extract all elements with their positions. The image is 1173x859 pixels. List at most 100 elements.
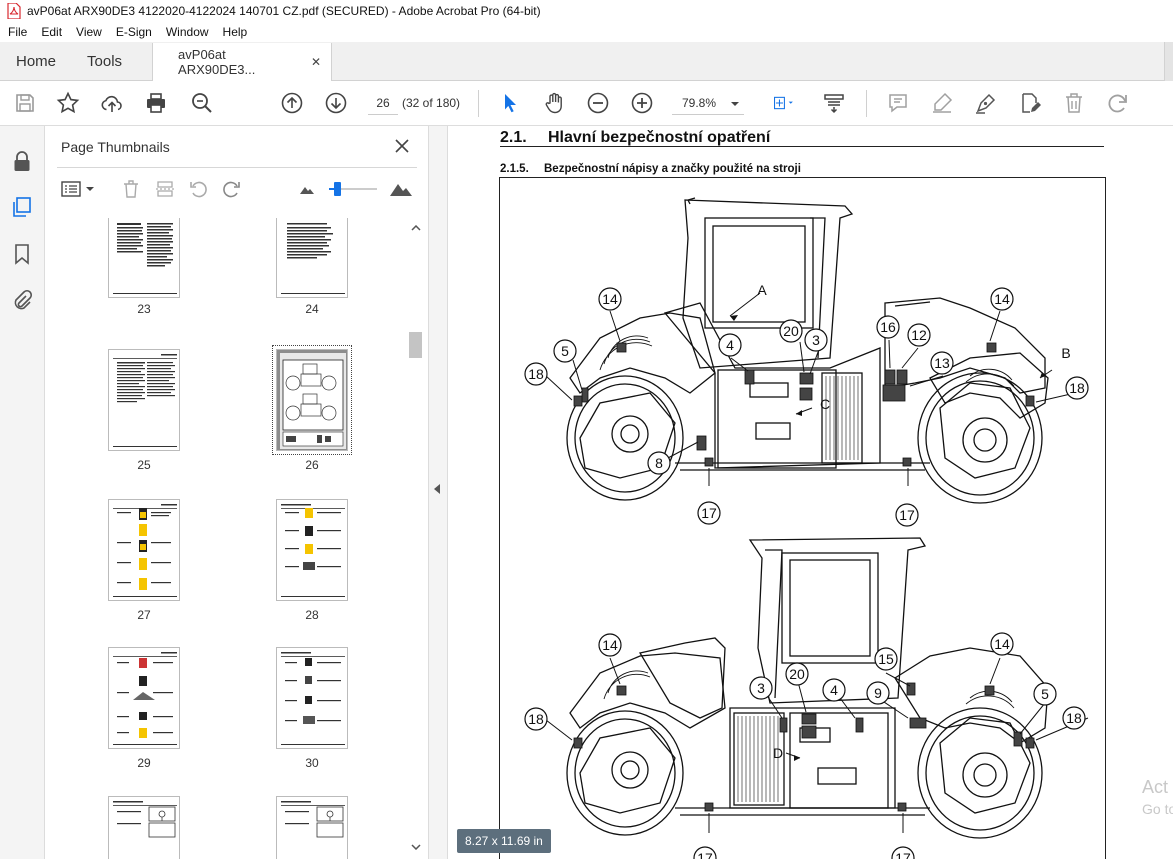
menu-help[interactable]: Help [222, 25, 248, 39]
thumbnail-list: 23 24 25 26 [45, 218, 429, 859]
zoom-select[interactable]: 79.8% [672, 91, 744, 115]
callout-number: 15 [878, 651, 894, 667]
tab-home[interactable]: Home [16, 52, 57, 70]
hand-tool-icon[interactable] [542, 91, 566, 115]
activate-windows-watermark: Act Go to [1142, 776, 1173, 820]
page-thumbnail[interactable] [276, 218, 348, 298]
callout-top: 13 [930, 351, 954, 375]
toolbar: (32 of 180) 79.8% [0, 81, 1173, 126]
page-thumbnails-icon[interactable] [10, 195, 34, 219]
page-number-input[interactable] [368, 91, 398, 115]
thumbnail-options-icon[interactable] [59, 178, 97, 200]
callout-number: 17 [899, 507, 915, 523]
print-icon[interactable] [144, 91, 168, 115]
zoom-search-icon[interactable] [190, 91, 214, 115]
thumbnail-scrollbar[interactable] [407, 218, 424, 859]
chevron-down-icon [730, 96, 740, 110]
menu-edit[interactable]: Edit [41, 25, 63, 39]
close-panel-icon[interactable] [392, 136, 412, 156]
callout-number: 17 [701, 505, 717, 521]
page-thumbnail[interactable] [108, 349, 180, 451]
page-thumbnails-panel: Page Thumbnails 23 [45, 126, 429, 859]
callout-bottom: 15 [874, 647, 898, 671]
callout-top: 20 [779, 319, 803, 343]
callout-number: 8 [655, 455, 663, 471]
menu-window[interactable]: Window [165, 25, 209, 39]
callout-bottom: 3 [749, 676, 773, 700]
callout-number: 9 [874, 685, 882, 701]
heading-rule [500, 146, 1104, 147]
page-count: (32 of 180) [402, 96, 461, 110]
callout-top: 8 [647, 451, 671, 475]
callout-bottom: 18 [1062, 706, 1086, 730]
callout-bottom: 18 [524, 707, 548, 731]
small-thumbnails-icon[interactable] [297, 178, 317, 200]
next-page-icon[interactable] [324, 91, 348, 115]
extract-page-icon[interactable] [153, 178, 177, 200]
section-title: Hlavní bezpečnostní opatření [548, 129, 771, 146]
delete-page-icon[interactable] [119, 178, 143, 200]
page-thumbnail[interactable] [108, 499, 180, 601]
callout-number: 20 [783, 323, 799, 339]
save-icon[interactable] [13, 91, 37, 115]
menu-esign[interactable]: E-Sign [115, 25, 152, 39]
callout-number: 16 [880, 319, 896, 335]
tab-document[interactable]: avP06at ARX90DE3... ✕ [152, 43, 333, 81]
page-thumbnail[interactable] [108, 218, 180, 298]
callout-number: 4 [726, 337, 734, 353]
sign-pen-icon[interactable] [974, 91, 998, 115]
page-thumbnail[interactable] [276, 499, 348, 601]
bookmarks-icon[interactable] [10, 242, 34, 266]
menu-file[interactable]: File [8, 25, 28, 39]
zoom-in-icon[interactable] [630, 91, 654, 115]
tab-tools[interactable]: Tools [87, 52, 123, 70]
zoom-out-icon[interactable] [586, 91, 610, 115]
callout-number: 5 [561, 343, 569, 359]
document-view[interactable]: 2.1. Hlavní bezpečnostní opatření 2.1.5.B… [449, 126, 1173, 859]
callout-letter: A [757, 282, 767, 298]
callout-top: 12 [907, 323, 931, 347]
redo-icon[interactable] [1106, 91, 1130, 115]
scroll-down-arrow-icon[interactable] [407, 839, 424, 855]
page-thumbnail-selected[interactable] [272, 345, 352, 455]
previous-page-icon[interactable] [280, 91, 304, 115]
highlight-pen-icon[interactable] [930, 91, 954, 115]
comment-icon[interactable] [886, 91, 910, 115]
close-tab-icon[interactable]: ✕ [310, 55, 322, 69]
scroll-up-arrow-icon[interactable] [407, 220, 424, 236]
section-number: 2.1. [500, 129, 527, 146]
large-thumbnails-icon[interactable] [388, 178, 414, 200]
delete-trash-icon[interactable] [1062, 91, 1086, 115]
window-title: avP06at ARX90DE3 4122020-4122024 140701 … [27, 4, 541, 18]
page-thumbnail[interactable] [108, 796, 180, 859]
scrollbar-thumb[interactable] [409, 332, 422, 358]
lock-icon[interactable] [10, 149, 34, 173]
edit-pdf-icon[interactable] [1018, 91, 1042, 115]
title-bar: avP06at ARX90DE3 4122020-4122024 140701 … [0, 0, 1173, 22]
collapse-panel-arrow-icon[interactable] [434, 484, 440, 494]
upload-cloud-icon[interactable] [100, 91, 124, 115]
select-cursor-icon[interactable] [498, 91, 522, 115]
zoom-value: 79.8% [682, 95, 717, 110]
menu-bar: File Edit View E-Sign Window Help [0, 22, 1173, 42]
callout-number: 5 [1041, 686, 1049, 702]
page-thumbnail[interactable] [108, 647, 180, 749]
tab-bar: Home Tools avP06at ARX90DE3... ✕ [0, 42, 1173, 81]
callout-number: 17 [895, 850, 911, 859]
subsection-heading: 2.1.5.Bezpečnostní nápisy a značky použi… [500, 163, 801, 175]
rotate-left-icon[interactable] [186, 178, 210, 200]
page-thumbnail[interactable] [276, 647, 348, 749]
thumbnail-size-slider[interactable] [329, 178, 379, 200]
scroll-mode-icon[interactable] [822, 91, 846, 115]
page-thumbnail[interactable] [276, 796, 348, 859]
callout-number: 3 [812, 332, 820, 348]
page-fit-icon[interactable] [766, 91, 800, 115]
attachments-paperclip-icon[interactable] [10, 288, 34, 312]
rotate-right-icon[interactable] [220, 178, 244, 200]
menu-view[interactable]: View [76, 25, 102, 39]
callout-number: 13 [934, 355, 950, 371]
bookmark-star-icon[interactable] [56, 91, 80, 115]
panel-splitter[interactable] [429, 126, 448, 859]
subsection-number: 2.1.5. [500, 163, 529, 175]
